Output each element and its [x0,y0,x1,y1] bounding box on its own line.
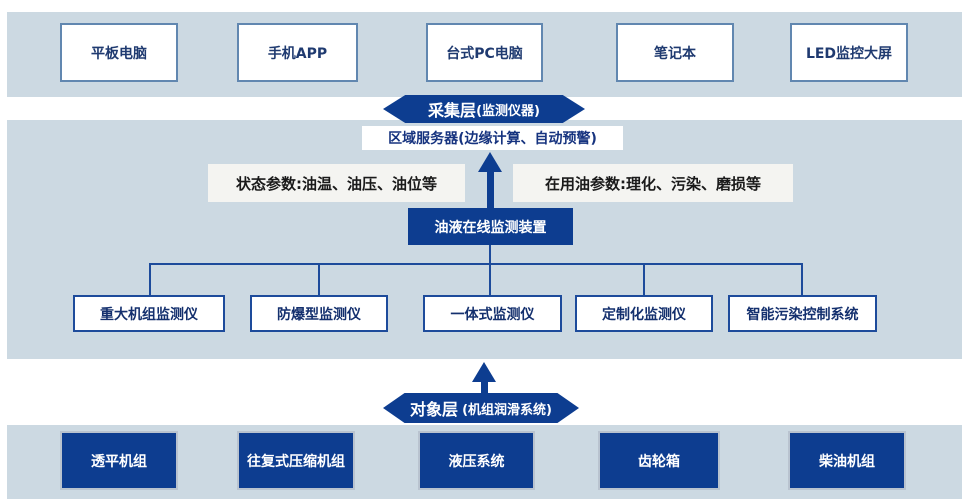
terminal-box-tablet: 平板电脑 [60,23,178,82]
collection-layer-badge-title: 采集层 [428,101,477,120]
connector-drop-5 [801,263,803,295]
monitor-box-pollution-control: 智能污染控制系统 [728,295,877,332]
monitor-box-explosion-proof: 防爆型监测仪 [250,295,388,332]
object-layer-badge-title: 对象层 [410,400,459,419]
terminal-box-mobile-app: 手机APP [237,23,358,82]
collection-layer-badge-subtitle: (监测仪器) [476,103,540,119]
equipment-box-gearbox: 齿轮箱 [598,431,720,490]
equipment-box-recip-compressor: 往复式压缩机组 [237,431,355,490]
up-arrow-device-to-server-shaft [487,170,494,208]
equipment-box-diesel-unit: 柴油机组 [788,431,906,490]
monitor-box-major-unit: 重大机组监测仪 [73,295,225,332]
equipment-box-hydraulic-system: 液压系统 [418,431,535,490]
collection-layer-badge: 采集层(监测仪器) [383,95,585,123]
connector-drop-3 [489,263,491,295]
connector-device-stem [489,245,491,263]
monitor-box-all-in-one: 一体式监测仪 [423,295,562,332]
connector-horizontal [149,263,803,265]
connector-drop-1 [149,263,151,295]
up-arrow-object-to-monitors-shaft [481,380,488,393]
up-arrow-object-to-monitors-icon [472,362,496,382]
object-layer-badge: 对象层(机组润滑系统) [383,393,579,423]
up-arrow-device-to-server-icon [478,152,502,172]
terminal-box-led-screen: LED监控大屏 [790,23,908,82]
connector-drop-2 [318,263,320,295]
equipment-box-turbine-unit: 透平机组 [60,431,178,490]
terminal-box-laptop: 笔记本 [616,23,734,82]
regional-server-label: 区域服务器(边缘计算、自动预警) [362,126,623,150]
terminal-box-desktop-pc: 台式PC电脑 [426,23,543,82]
connector-drop-4 [643,263,645,295]
object-layer-badge-subtitle: (机组润滑系统) [462,402,552,418]
status-parameters-label: 状态参数:油温、油压、油位等 [208,164,465,202]
oil-parameters-label: 在用油参数:理化、污染、磨损等 [513,164,793,202]
online-monitoring-device-box: 油液在线监测装置 [408,208,573,245]
monitor-box-customized: 定制化监测仪 [575,295,713,332]
